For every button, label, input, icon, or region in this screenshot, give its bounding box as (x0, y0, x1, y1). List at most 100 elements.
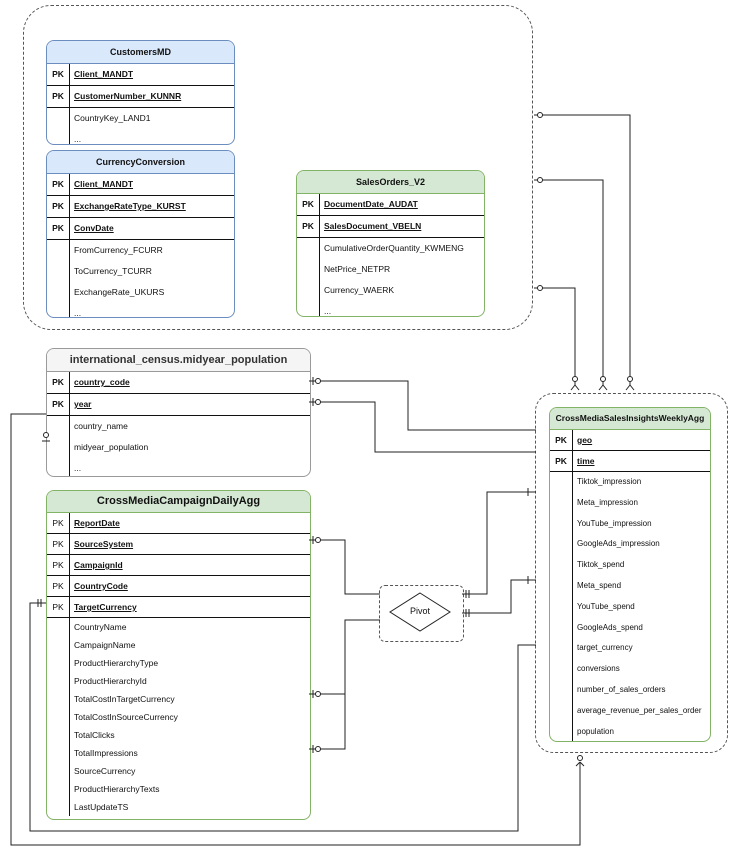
attribute: TotalCostInTargetCurrency (74, 694, 175, 704)
currency-conversion-title: CurrencyConversion (47, 151, 234, 174)
pk-label: PK (47, 372, 70, 393)
campaign-daily-title: CrossMediaCampaignDailyAgg (47, 491, 310, 513)
attribute: Tiktok_impression (577, 477, 642, 486)
pk-label: PK (47, 218, 70, 239)
pk-label: PK (47, 534, 70, 554)
connector (309, 380, 536, 431)
pk-field: SourceSystem (74, 539, 134, 549)
attribute-section: FromCurrency_FCURR ToCurrency_TCURR Exch… (47, 240, 234, 318)
pk-label: PK (297, 194, 320, 215)
pk-row: PK year (47, 394, 310, 416)
currency-conversion-table[interactable]: CurrencyConversion PK Client_MANDT PK Ex… (46, 150, 235, 318)
attribute: LastUpdateTS (74, 802, 129, 812)
attribute: ProductHierarchyId (74, 676, 147, 686)
connector (309, 619, 380, 695)
pk-label: PK (47, 64, 70, 85)
attribute: CampaignName (74, 640, 136, 650)
pk-label: PK (47, 394, 70, 415)
pk-row: PK geo (550, 430, 710, 451)
pk-field: ReportDate (74, 518, 120, 528)
pk-row: PK Client_MANDT (47, 174, 234, 196)
attribute: TotalClicks (74, 730, 115, 740)
connector (534, 179, 604, 385)
connector (462, 491, 536, 595)
attribute: ... (74, 134, 82, 144)
connector (309, 539, 380, 595)
pk-field: CampaignId (74, 560, 123, 570)
pk-label: PK (47, 174, 70, 195)
attribute-section: CumulativeOrderQuantity_KWMENG NetPrice_… (297, 238, 484, 316)
attribute: Tiktok_spend (577, 560, 625, 570)
attribute: CumulativeOrderQuantity_KWMENG (324, 243, 464, 253)
pk-row: PK SourceSystem (47, 534, 310, 555)
pk-row: PK CountryCode (47, 576, 310, 597)
pk-field: geo (577, 435, 593, 445)
attribute: GoogleAds_impression (577, 539, 660, 549)
pk-label: PK (550, 430, 573, 450)
pk-field: ExchangeRateType_KURST (74, 201, 186, 211)
pk-row: PK DocumentDate_AUDAT (297, 194, 484, 216)
attribute: YouTube_spend (577, 601, 635, 611)
customers-md-table[interactable]: CustomersMD PK Client_MANDT PK CustomerN… (46, 40, 235, 145)
pk-field: Client_MANDT (74, 179, 134, 189)
pk-field: SalesDocument_VBELN (324, 221, 422, 231)
connector (534, 287, 576, 385)
attribute: CountryName (74, 622, 127, 632)
attribute: number_of_sales_orders (577, 684, 666, 694)
pk-label: PK (47, 576, 70, 596)
connector (462, 579, 536, 614)
attribute: ... (74, 308, 82, 318)
census-title: international_census.midyear_population (47, 349, 310, 372)
attribute-section: country_name midyear_population ... (47, 416, 310, 476)
pk-label: PK (297, 216, 320, 237)
attribute: ProductHierarchyType (74, 658, 159, 668)
pk-label: PK (47, 196, 70, 217)
insights-weekly-table[interactable]: CrossMediaSalesInsightsWeeklyAgg PK geo … (549, 407, 711, 742)
pk-row: PK country_code (47, 372, 310, 394)
pk-field: TargetCurrency (74, 602, 137, 612)
attribute: ExchangeRate_UKURS (74, 287, 165, 297)
pk-row: PK ReportDate (47, 513, 310, 534)
attribute-section: Tiktok_impression Meta_impression YouTub… (550, 472, 710, 741)
attribute: ... (74, 463, 82, 473)
attribute: ProductHierarchyTexts (74, 784, 160, 794)
connector (29, 602, 536, 832)
pk-field: year (74, 399, 92, 409)
pk-row: PK Client_MANDT (47, 64, 234, 86)
attribute: YouTube_impression (577, 518, 652, 528)
attribute: target_currency (577, 643, 633, 653)
customers-md-title: CustomersMD (47, 41, 234, 64)
pk-label: PK (47, 513, 70, 533)
campaign-daily-table[interactable]: CrossMediaCampaignDailyAgg PK ReportDate… (46, 490, 311, 820)
pk-row: PK time (550, 451, 710, 472)
attribute-section: CountryKey_LAND1 ... (47, 108, 234, 144)
pk-row: PK TargetCurrency (47, 597, 310, 618)
pivot-diamond (389, 592, 451, 632)
pk-row: PK ConvDate (47, 218, 234, 240)
attribute-section: CountryName CampaignName ProductHierarch… (47, 618, 310, 816)
attribute: ToCurrency_TCURR (74, 266, 152, 276)
attribute: TotalCostInSourceCurrency (74, 712, 178, 722)
sales-orders-table[interactable]: SalesOrders_V2 PK DocumentDate_AUDAT PK … (296, 170, 485, 317)
insights-weekly-title: CrossMediaSalesInsightsWeeklyAgg (550, 408, 710, 430)
pk-row: PK CustomerNumber_KUNNR (47, 86, 234, 108)
pk-label: PK (47, 597, 70, 617)
attribute: FromCurrency_FCURR (74, 245, 163, 255)
pk-field: CountryCode (74, 581, 128, 591)
pk-row: PK ExchangeRateType_KURST (47, 196, 234, 218)
attribute: TotalImpressions (74, 748, 138, 758)
attribute: CountryKey_LAND1 (74, 113, 151, 123)
attribute: country_name (74, 421, 128, 431)
pk-field: CustomerNumber_KUNNR (74, 91, 182, 101)
attribute: average_revenue_per_sales_order (577, 705, 702, 715)
pk-label: PK (47, 555, 70, 575)
attribute: GoogleAds_spend (577, 622, 643, 632)
census-table[interactable]: international_census.midyear_population … (46, 348, 311, 477)
attribute: midyear_population (74, 442, 149, 452)
connector (309, 694, 346, 750)
pk-field: country_code (74, 377, 130, 387)
attribute: ... (324, 306, 332, 316)
insights-group (535, 393, 728, 753)
pk-label: PK (47, 86, 70, 107)
